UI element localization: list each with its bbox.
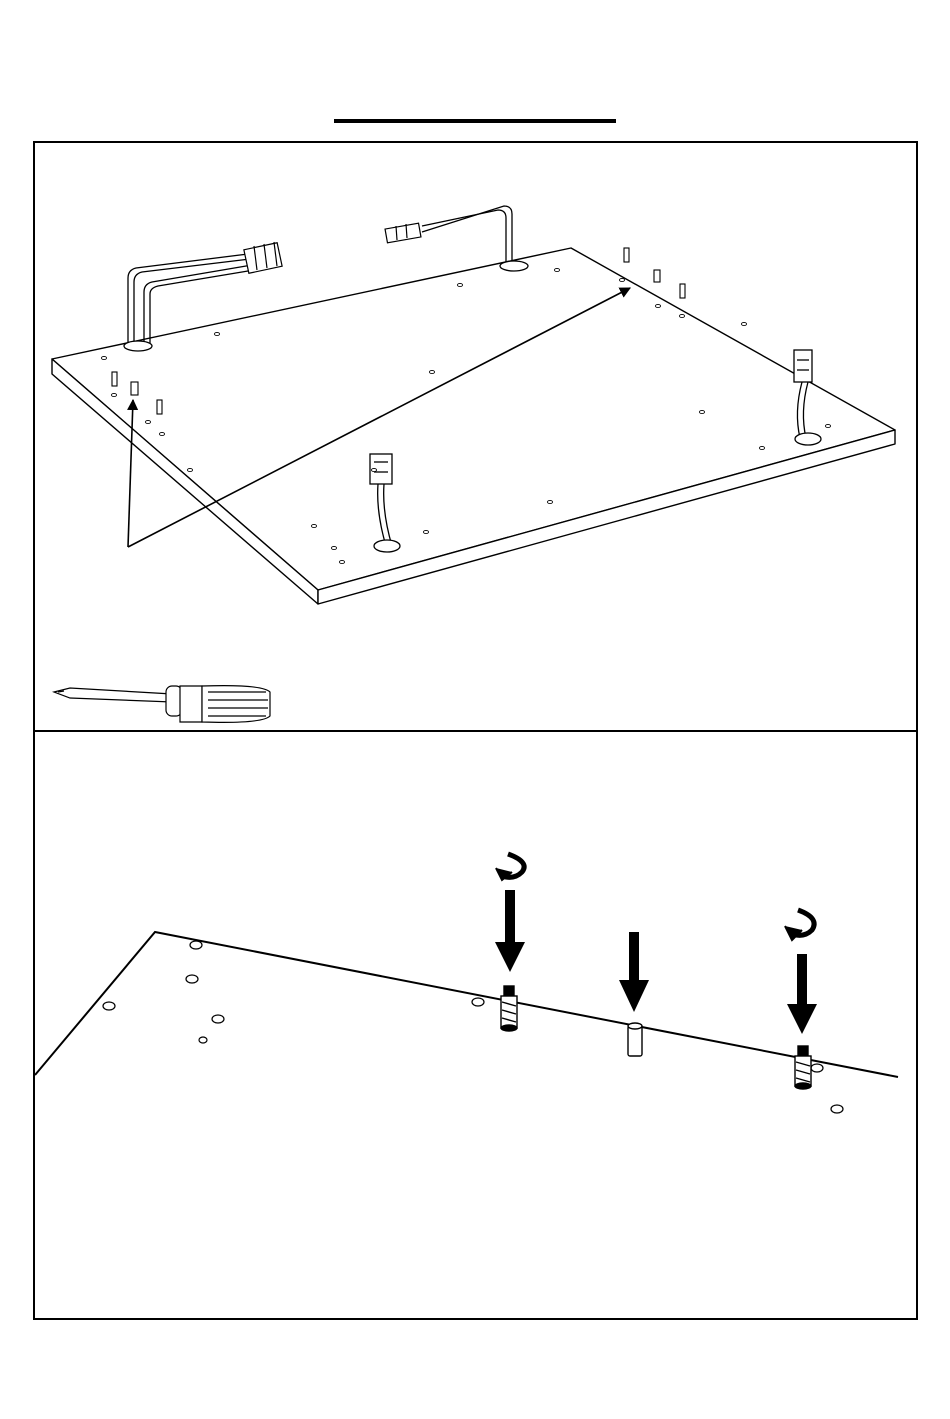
board-detail-edges — [35, 932, 898, 1077]
board-top-face — [52, 248, 895, 590]
wooden-dowel — [654, 270, 660, 282]
down-arrow-icon — [619, 932, 649, 1012]
title-underline — [334, 119, 616, 123]
step-overview-panel — [33, 141, 918, 732]
screwdriver-icon — [54, 686, 270, 723]
wire-loop-right — [422, 206, 528, 271]
step-detail-panel — [33, 730, 918, 1320]
cam-bolt — [112, 372, 117, 386]
detail-holes — [103, 941, 843, 1113]
connector-plug-left — [244, 242, 282, 273]
connector-plug-right — [385, 223, 421, 243]
cam-bolt — [501, 986, 517, 1031]
wooden-dowel — [628, 1023, 642, 1056]
overview-illustration — [35, 143, 916, 730]
cam-bolt — [680, 284, 685, 298]
rotate-arrow-icon — [785, 910, 814, 940]
cam-bolt — [157, 400, 162, 414]
down-arrow-icon — [495, 890, 525, 972]
rotate-arrow-icon — [496, 854, 524, 880]
down-arrow-icon — [787, 954, 817, 1034]
cam-bolt — [624, 248, 629, 262]
cam-bolt — [795, 1046, 811, 1089]
detail-illustration — [35, 732, 916, 1318]
wooden-dowel — [131, 382, 138, 395]
panel-board — [52, 248, 895, 604]
